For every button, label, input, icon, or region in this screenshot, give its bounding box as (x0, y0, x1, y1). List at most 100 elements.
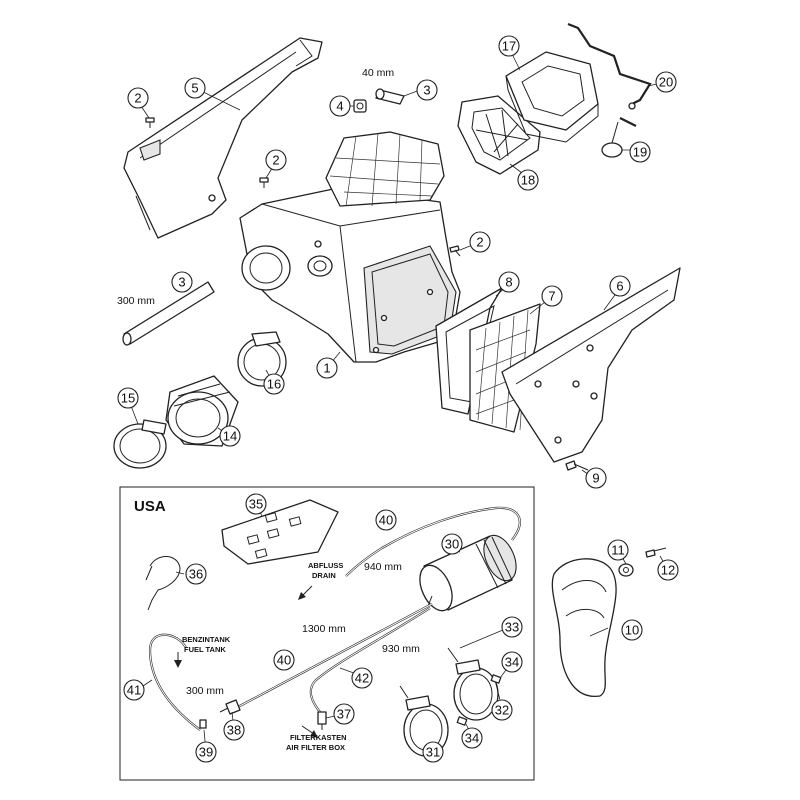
svg-text:16: 16 (267, 377, 281, 392)
callout-3b: 3 (171, 271, 193, 293)
svg-text:15: 15 (121, 391, 135, 406)
svg-text:9: 9 (592, 471, 599, 486)
svg-text:20: 20 (659, 75, 673, 90)
svg-text:2: 2 (272, 153, 279, 168)
foam-air-filter (505, 51, 599, 143)
callout-9: 9 (585, 467, 607, 489)
svg-text:40: 40 (379, 513, 393, 528)
callout-40a: 40 (375, 509, 397, 531)
svg-text:3: 3 (178, 275, 185, 290)
svg-text:4: 4 (336, 99, 343, 114)
side-cover-left (123, 37, 323, 239)
callout-34a: 34 (501, 651, 523, 673)
callout-10: 10 (621, 619, 643, 641)
fuel-tank-vent-hose (148, 633, 201, 731)
svg-text:11: 11 (611, 543, 625, 558)
breather-hose-930mm (309, 607, 431, 713)
callout-33: 33 (501, 616, 523, 638)
callout-2c: 2 (469, 231, 491, 253)
hose-fitting-38 (219, 699, 241, 715)
breather-hose-940mm (345, 506, 521, 577)
svg-text:38: 38 (227, 723, 241, 738)
hose-short-40mm (375, 88, 405, 105)
svg-text:37: 37 (337, 707, 351, 722)
dimension-40mm: 40 mm (362, 67, 394, 79)
svg-text:30: 30 (445, 537, 459, 552)
cable-tie (145, 556, 181, 611)
screw-9-icon (565, 460, 589, 471)
svg-text:17: 17 (502, 39, 516, 54)
note-fuel-en: FUEL TANK (184, 645, 226, 654)
check-valve-39 (199, 719, 207, 729)
callout-35: 35 (245, 493, 267, 515)
callout-34b: 34 (461, 727, 483, 749)
callout-20: 20 (655, 71, 677, 93)
clamp-33 (447, 647, 499, 721)
svg-text:5: 5 (191, 81, 198, 96)
svg-text:31: 31 (426, 745, 440, 760)
callout-1: 1 (316, 357, 338, 379)
usa-section-title: USA (134, 498, 166, 515)
svg-text:33: 33 (505, 620, 519, 635)
note-filter-en: AIR FILTER BOX (286, 743, 345, 752)
callout-7: 7 (541, 285, 563, 307)
clamp-screw-icon (456, 674, 502, 726)
filter-knob (601, 117, 637, 158)
svg-text:34: 34 (465, 731, 479, 746)
cap-4 (353, 99, 367, 113)
callout-3a: 3 (416, 79, 438, 101)
airbox-housing (239, 131, 461, 363)
svg-text:7: 7 (548, 289, 555, 304)
intake-rubber-boot (165, 375, 239, 447)
callout-5: 5 (184, 77, 206, 99)
usa-section-frame (119, 486, 535, 781)
mounting-plate (221, 499, 339, 565)
side-cover-right (501, 267, 681, 463)
svg-text:19: 19 (633, 145, 647, 160)
callout-40b: 40 (273, 649, 295, 671)
hose-clamp-15 (113, 419, 167, 469)
callout-32: 32 (491, 699, 513, 721)
note-drain-de: ABFLUSS (308, 561, 343, 570)
callout-37: 37 (333, 703, 355, 725)
direction-arrow-icon (174, 585, 318, 738)
hose-fitting-37 (317, 711, 327, 730)
callout-14: 14 (219, 425, 241, 447)
note-fuel-de: BENZINTANK (182, 635, 231, 644)
svg-text:2: 2 (476, 235, 483, 250)
callout-8: 8 (498, 271, 520, 293)
mud-flap (551, 558, 617, 697)
svg-text:1: 1 (323, 361, 330, 376)
screw-icon (145, 117, 461, 257)
svg-text:3: 3 (423, 83, 430, 98)
svg-text:8: 8 (505, 275, 512, 290)
callout-2a: 2 (127, 87, 149, 109)
callout-41: 41 (123, 679, 145, 701)
callout-11: 11 (607, 539, 629, 561)
callout-36: 36 (185, 563, 207, 585)
svg-text:42: 42 (355, 671, 369, 686)
callout-42: 42 (351, 667, 373, 689)
callout-30: 30 (441, 533, 463, 555)
callout-12: 12 (657, 559, 679, 581)
dimension-300mm-hose: 300 mm (117, 295, 155, 307)
filter-cage (457, 95, 541, 175)
svg-text:2: 2 (134, 91, 141, 106)
svg-text:14: 14 (223, 429, 237, 444)
callout-38: 38 (223, 719, 245, 741)
callout-6: 6 (609, 275, 631, 297)
dimension-300mm-tank: 300 mm (186, 685, 224, 697)
svg-text:35: 35 (249, 497, 263, 512)
callout-19: 19 (629, 141, 651, 163)
dimension-1300mm: 1300 mm (302, 623, 346, 635)
svg-text:40: 40 (277, 653, 291, 668)
svg-text:39: 39 (199, 745, 213, 760)
nut-11-icon (618, 563, 634, 577)
svg-text:6: 6 (616, 279, 623, 294)
hose-300mm (122, 281, 215, 346)
callout-39: 39 (195, 741, 217, 763)
breather-canister (419, 534, 517, 612)
svg-text:18: 18 (521, 173, 535, 188)
callout-18: 18 (517, 169, 539, 191)
